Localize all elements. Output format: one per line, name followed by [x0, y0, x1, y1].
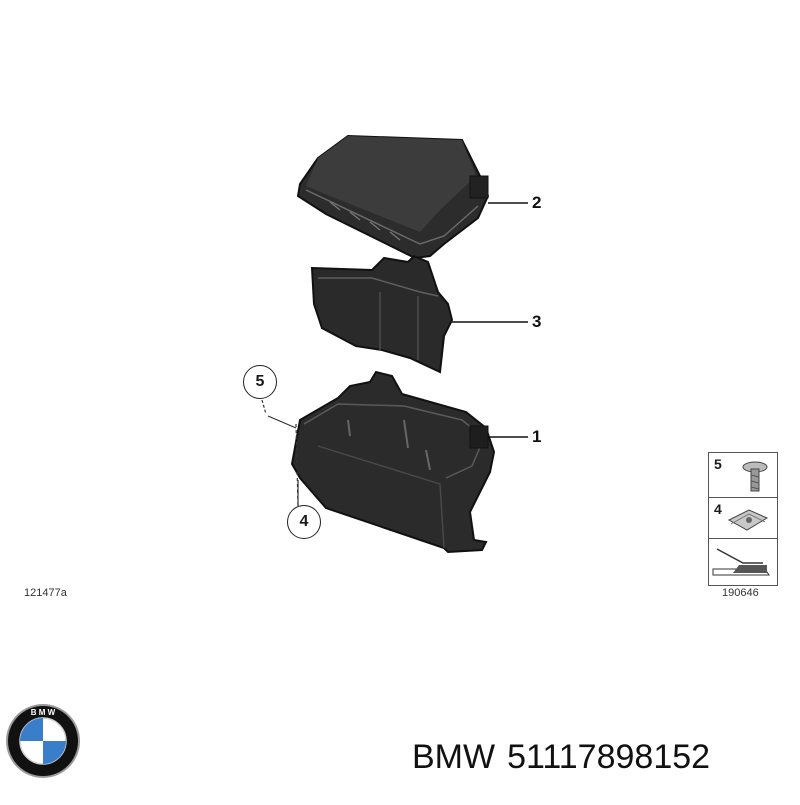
legend-assembly — [709, 539, 777, 585]
fastener-leaders — [261, 399, 299, 507]
callout-part-1: 1 — [532, 427, 542, 446]
screw-icon — [742, 461, 768, 492]
diagram-reference: 121477a — [24, 587, 67, 599]
callout-part-4: 4 — [287, 505, 321, 539]
bmw-logo-icon: B M W — [6, 704, 80, 778]
assembly-symbol-icon — [712, 548, 770, 576]
lid-part — [296, 134, 528, 260]
legend-reference: 190646 — [722, 587, 759, 599]
legend-item-5: 5 — [709, 453, 777, 498]
base-box-part — [290, 370, 528, 554]
legend-item-5-number: 5 — [714, 456, 722, 472]
callout-part-5: 5 — [243, 365, 277, 399]
callout-part-3: 3 — [532, 312, 542, 331]
part-title: BMW 51117898152 — [412, 738, 722, 777]
callout-part-2: 2 — [532, 193, 542, 212]
brand-name: BMW — [412, 738, 496, 776]
clip-nut-icon — [727, 509, 769, 531]
fastener-legend: 5 4 — [708, 452, 778, 586]
legend-item-4-number: 4 — [714, 501, 722, 517]
legend-item-4: 4 — [709, 498, 777, 539]
part-number: 51117898152 — [507, 738, 711, 776]
logo-lettering: B M W — [31, 708, 56, 717]
insert-part — [310, 254, 528, 374]
